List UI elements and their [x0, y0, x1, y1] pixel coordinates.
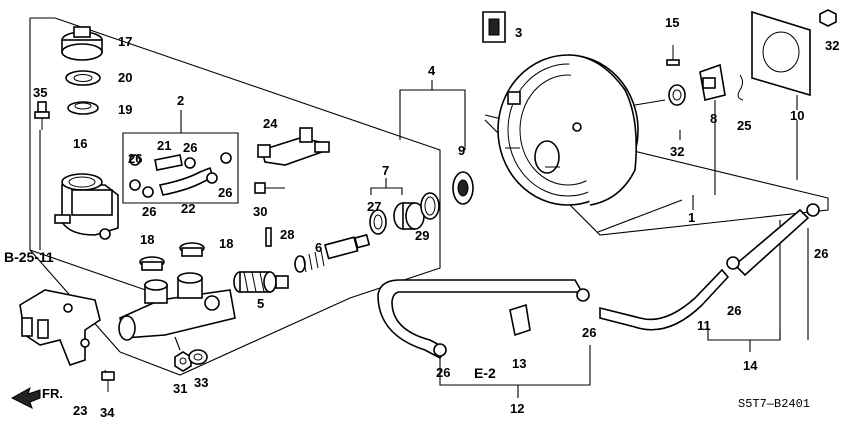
- callout-31: 31: [173, 381, 187, 396]
- bolt-34: [101, 371, 115, 392]
- clip-13: [509, 303, 531, 337]
- vacuum-hose-12: [377, 279, 590, 360]
- callout-13: 13: [512, 356, 526, 371]
- brake-booster: [497, 54, 666, 206]
- callout-26h: 26: [814, 246, 828, 261]
- front-arrow-icon: [10, 386, 41, 409]
- callout-8: 8: [710, 111, 717, 126]
- callout-32b: 32: [825, 38, 839, 53]
- nut-31: [174, 351, 192, 372]
- callout-26b: 26: [183, 140, 197, 155]
- callout-19: 19: [118, 102, 132, 117]
- pin-25: [737, 74, 744, 101]
- ring-29: [420, 192, 440, 220]
- callout-28: 28: [280, 227, 294, 242]
- vacuum-pipe-11: [599, 268, 730, 331]
- reservoir-filter-20: [65, 70, 101, 86]
- seal-9: [452, 171, 474, 205]
- callout-16: 16: [73, 136, 87, 151]
- callout-32a: 32: [670, 144, 684, 159]
- gasket-10: [751, 10, 811, 97]
- callout-17: 17: [118, 34, 132, 49]
- piston-assembly-5: [233, 271, 289, 293]
- callout-1: 1: [688, 210, 695, 225]
- callout-27: 27: [367, 199, 381, 214]
- pin-28: [265, 227, 272, 247]
- callout-22: 22: [181, 201, 195, 216]
- callout-5: 5: [257, 296, 264, 311]
- callout-14: 14: [743, 358, 758, 373]
- clip-8: [699, 63, 726, 101]
- callout-9: 9: [458, 143, 465, 158]
- callout-12: 12: [510, 401, 524, 416]
- grommets-18: [139, 242, 205, 271]
- front-label: FR.: [42, 386, 63, 401]
- washer-33: [188, 349, 208, 365]
- group-outline-lines: [29, 17, 829, 398]
- callout-18a: 18: [140, 232, 154, 247]
- hoses-21-22: [129, 152, 232, 198]
- callout-2: 2: [177, 93, 184, 108]
- seal-27: [369, 209, 387, 235]
- callout-4: 4: [428, 63, 436, 78]
- grommet-32a: [668, 84, 686, 106]
- reference-e2: E-2: [474, 365, 496, 381]
- bracket-23: [19, 289, 101, 366]
- callout-23: 23: [73, 403, 87, 418]
- diagram-code: S5T7—B2401: [738, 397, 810, 411]
- bolt-35: [34, 101, 50, 130]
- callout-26g: 26: [727, 303, 741, 318]
- callout-34: 34: [100, 405, 115, 420]
- callout-18b: 18: [219, 236, 233, 251]
- reference-b25: B-25-11: [4, 249, 54, 265]
- callout-29: 29: [415, 228, 429, 243]
- callout-10: 10: [790, 108, 804, 123]
- seal-19: [67, 101, 99, 115]
- callout-24: 24: [263, 116, 278, 131]
- piston-assembly-6: [294, 233, 371, 273]
- vacuum-hose-14: [726, 203, 820, 277]
- callout-26c: 26: [218, 185, 232, 200]
- callout-15: 15: [665, 15, 679, 30]
- callout-26e: 26: [436, 365, 450, 380]
- reservoir-cap-17: [61, 26, 103, 61]
- callout-6: 6: [315, 240, 322, 255]
- callout-33: 33: [194, 375, 208, 390]
- master-cylinder-body: [118, 272, 236, 341]
- callout-labels: 1 2 3 4 5 6 7 8 9 10 11 12 13 14 15 16 1…: [33, 15, 839, 420]
- callout-25: 25: [737, 118, 751, 133]
- callout-30: 30: [253, 204, 267, 219]
- valve-24: [257, 127, 330, 166]
- callout-35: 35: [33, 85, 47, 100]
- bolt-30: [254, 182, 285, 194]
- callout-26a: 26: [128, 151, 142, 166]
- gasket-3: [482, 11, 506, 43]
- reservoir-tank-16: [54, 173, 119, 240]
- bolt-15: [666, 45, 680, 66]
- callout-21: 21: [157, 138, 171, 153]
- callout-11: 11: [697, 318, 711, 333]
- callout-26d: 26: [142, 204, 156, 219]
- nut-32b: [819, 9, 837, 27]
- callout-20: 20: [118, 70, 132, 85]
- seal-7: [393, 202, 425, 230]
- callout-26f: 26: [582, 325, 596, 340]
- callout-3: 3: [515, 25, 522, 40]
- callout-7: 7: [382, 163, 389, 178]
